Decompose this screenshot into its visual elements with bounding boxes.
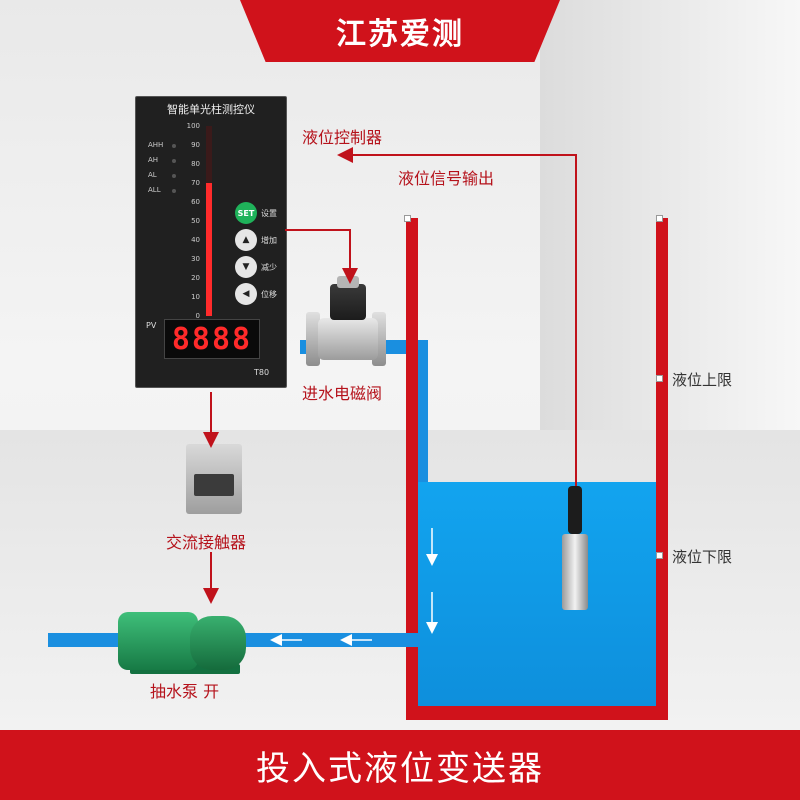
alarm-label: AL (148, 171, 157, 179)
alarm-label: AH (148, 156, 159, 164)
decrease-button-label: 减少 (261, 263, 277, 272)
digital-display: 8888 (164, 319, 260, 359)
display-value: 8888 (171, 321, 253, 357)
pump-motor (118, 612, 198, 670)
signal-output-label: 液位信号输出 (398, 169, 495, 188)
contactor-label: 交流接触器 (166, 533, 247, 552)
alarm-led (172, 174, 176, 178)
alarm-label: AHH (148, 141, 164, 149)
controller-title: 智能单光柱测控仪 (167, 103, 255, 116)
brand-name: 江苏爱测 (336, 17, 464, 52)
lower-limit-marker (656, 552, 663, 559)
scale-tick-label: 90 (191, 141, 200, 149)
solenoid-valve-coil (330, 284, 366, 320)
ac-contactor-face (194, 474, 234, 496)
bargraph-fill (206, 183, 212, 316)
scale-tick-label: 50 (191, 217, 200, 225)
alarm-led (172, 159, 176, 163)
scale-tick-label: 0 (195, 312, 200, 320)
pump-head (190, 616, 246, 670)
solenoid-valve-cap (337, 276, 359, 288)
valve-flange-left (306, 312, 320, 366)
upper-limit-marker (656, 375, 663, 382)
footer-banner: 投入式液位变送器 (0, 730, 800, 800)
set-button[interactable]: SET (235, 202, 257, 224)
scale-tick-label: 40 (191, 236, 200, 244)
model-label: T80 (254, 368, 270, 377)
down-arrow-icon: ▼ (242, 262, 250, 272)
background-wall (540, 0, 800, 440)
scale-tick-label: 10 (191, 293, 200, 301)
controller-label: 液位控制器 (302, 128, 383, 147)
scale-tick-label: 100 (186, 122, 200, 130)
left-arrow-icon: ◀ (242, 289, 250, 299)
tank-wall-left (406, 218, 418, 720)
brand-banner: 江苏爱测 (240, 0, 560, 62)
pv-label: PV (146, 321, 157, 330)
solenoid-valve-body (318, 318, 378, 360)
inlet-valve-label: 进水电磁阀 (302, 384, 383, 403)
shift-button-label: 位移 (261, 290, 277, 299)
scale-tick-label: 30 (191, 255, 200, 263)
tank-corner-right (656, 215, 663, 222)
increase-button-label: 增加 (261, 236, 277, 245)
decrease-button[interactable]: ▼ (235, 256, 257, 278)
scale-tick-label: 20 (191, 274, 200, 282)
lower-limit-label: 液位下限 (672, 548, 733, 566)
alarm-led (172, 189, 176, 193)
submersible-level-sensor (562, 534, 588, 610)
increase-button[interactable]: ▲ (235, 229, 257, 251)
tank-wall-bottom (406, 706, 668, 720)
footer-title: 投入式液位变送器 (256, 748, 544, 789)
set-button-label: 设置 (261, 209, 277, 218)
scale-tick-label: 80 (191, 160, 200, 168)
up-arrow-icon: ▲ (242, 235, 250, 245)
upper-limit-label: 液位上限 (672, 371, 733, 389)
tank-corner-left (404, 215, 411, 222)
background-floor (0, 430, 800, 730)
alarm-led (172, 144, 176, 148)
sensor-cable-gland (568, 486, 582, 534)
scale-tick-label: 70 (191, 179, 200, 187)
sensor-cable (575, 160, 577, 490)
pump-label: 抽水泵 开 (150, 682, 220, 701)
alarm-label: ALL (148, 186, 161, 194)
tank-wall-right (656, 218, 668, 720)
shift-button[interactable]: ◀ (235, 283, 257, 305)
tank-water (418, 482, 658, 706)
scale-tick-label: 60 (191, 198, 200, 206)
